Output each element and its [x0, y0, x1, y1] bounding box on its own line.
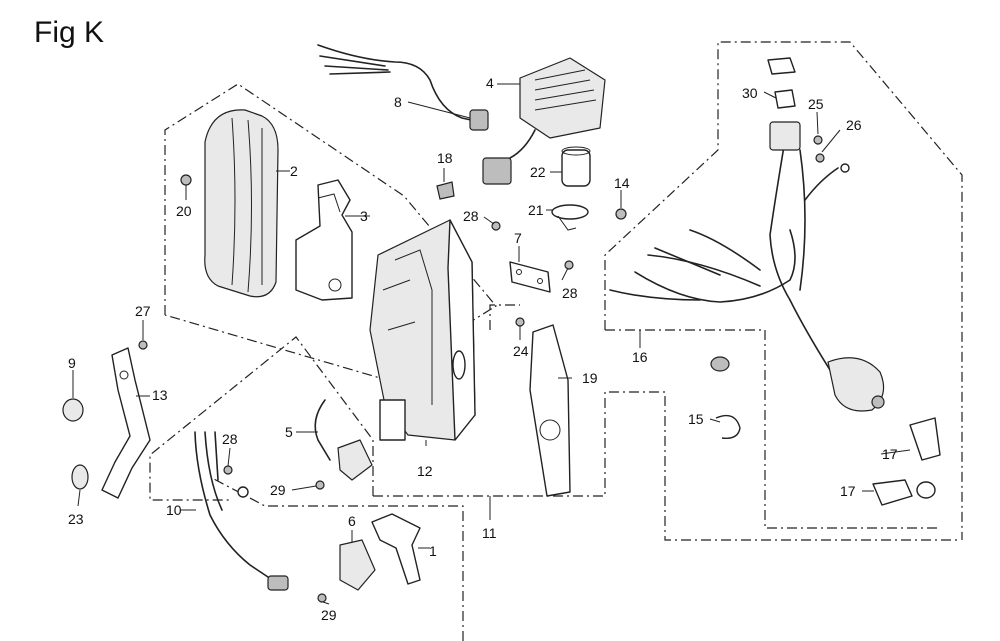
callout-28b: 28	[562, 285, 578, 301]
callout-17a: 17	[882, 446, 898, 462]
callout-14: 14	[614, 175, 630, 191]
callout-22: 22	[530, 164, 546, 180]
part-13-bracket	[101, 347, 151, 499]
callout-27: 27	[135, 303, 151, 319]
callout-26: 26	[846, 117, 862, 133]
callout-labels: 1 2 3 4 5 6 7 8 9 10 11 12 13 14 15 16 1…	[68, 75, 898, 623]
part-24-bolt	[515, 317, 525, 327]
part-9-grommet	[62, 398, 84, 422]
callout-1: 1	[429, 543, 437, 559]
callout-17b: 17	[840, 483, 856, 499]
callout-28a: 28	[463, 208, 479, 224]
part-21-clamp	[551, 204, 589, 231]
part-22-tube	[561, 146, 591, 187]
callout-25: 25	[808, 96, 824, 112]
callout-21: 21	[528, 202, 544, 218]
callout-29b: 29	[321, 607, 337, 623]
callout-10: 10	[166, 502, 182, 518]
part-16-harness	[609, 139, 839, 371]
callout-18: 18	[437, 150, 453, 166]
part-6-relay	[339, 539, 376, 591]
part-1-bracket	[317, 513, 421, 603]
callout-5: 5	[285, 424, 293, 440]
part-14-nut	[615, 208, 627, 220]
part-30-fuse	[767, 57, 801, 151]
part-12-control-box	[369, 219, 476, 441]
part-7-plate	[509, 261, 551, 293]
callout-23: 23	[68, 511, 84, 527]
part-10-wire	[194, 431, 289, 591]
callout-15: 15	[688, 411, 704, 427]
part-3-bracket	[295, 179, 353, 301]
part-4-regulator	[482, 57, 606, 185]
callout-8: 8	[394, 94, 402, 110]
leader-lines	[72, 83, 911, 605]
callout-16: 16	[632, 349, 648, 365]
part-2-cover	[204, 109, 279, 298]
part-15-clip	[715, 414, 741, 439]
part-28-screws	[223, 221, 574, 475]
figure-title: Fig K	[34, 16, 104, 49]
part-20-screw	[180, 174, 192, 194]
callout-13: 13	[152, 387, 168, 403]
callout-24: 24	[513, 343, 529, 359]
part-27-screw	[138, 340, 148, 350]
callout-4: 4	[486, 75, 494, 91]
part-5-diode	[314, 399, 373, 490]
part-25-washer	[813, 135, 823, 145]
callout-11: 11	[482, 525, 497, 541]
callout-29a: 29	[270, 482, 286, 498]
part-23-grommet	[71, 464, 89, 490]
part-18-grommet	[436, 181, 455, 200]
grommet-right	[710, 356, 730, 372]
callout-19: 19	[582, 370, 598, 386]
callout-30: 30	[742, 85, 758, 101]
callout-12: 12	[417, 463, 433, 479]
part-8-wire-harness	[317, 44, 489, 131]
callout-3: 3	[360, 208, 368, 224]
callout-2: 2	[290, 163, 298, 179]
callout-28c: 28	[222, 431, 238, 447]
part-26-nut	[815, 153, 850, 173]
part-17-keys	[872, 417, 941, 506]
callout-9: 9	[68, 355, 76, 371]
ignition-switch	[827, 357, 885, 412]
part-19-gasket	[529, 324, 571, 497]
callout-20: 20	[176, 203, 192, 219]
callout-6: 6	[348, 513, 356, 529]
callout-7: 7	[514, 230, 522, 246]
